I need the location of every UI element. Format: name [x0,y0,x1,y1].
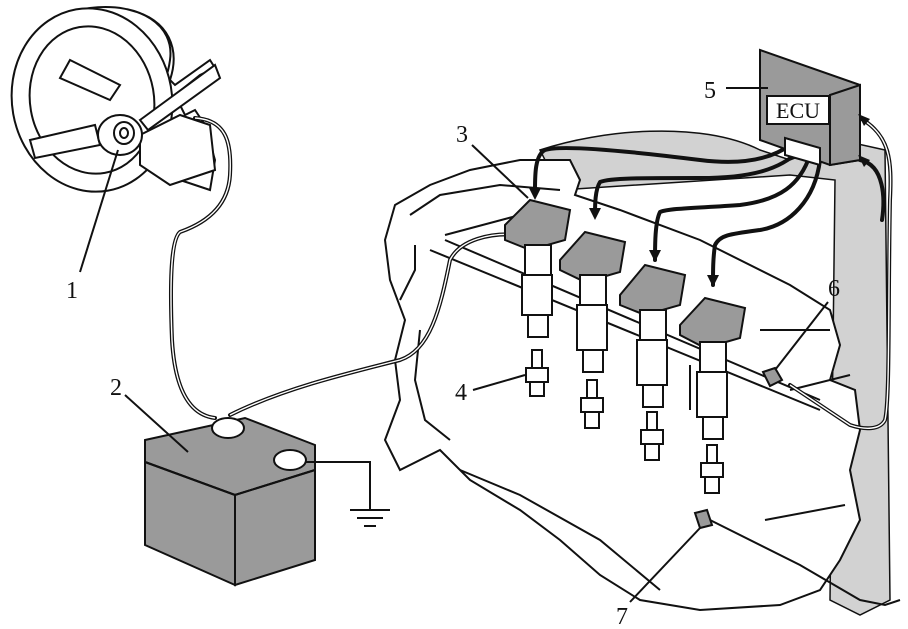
spark-plug-icon [580,379,604,429]
battery-icon [144,416,316,587]
leader-lines [79,87,829,603]
ecu-label: ECU [776,98,820,123]
spark-plug-icon [700,444,724,494]
label-6: 6 [828,276,840,302]
ignition-coil-icon [619,263,687,408]
spark-plug-icon [525,349,549,397]
spark-plug-icon [640,411,664,461]
ecu-icon: ECU [759,48,861,167]
battery-positive-terminal [211,417,245,439]
ignition-coil-icon [504,198,572,338]
ground-symbol-icon [305,461,390,527]
ignition-coil-icon [559,230,627,373]
wiring [168,116,901,607]
ignition-coils [504,198,747,440]
label-3: 3 [456,122,468,148]
sensor-icon [693,366,784,530]
number-labels: 1 2 3 4 5 6 7 [66,78,840,629]
battery-negative-terminal [273,449,307,471]
spark-plugs [525,349,724,494]
engine-block [383,159,862,612]
ignition-coil-icon [679,296,747,440]
label-7: 7 [616,604,628,629]
label-2: 2 [110,375,122,401]
arrowheads [529,114,870,287]
label-5: 5 [704,78,716,104]
steering-wheel-icon [10,6,222,193]
label-4: 4 [455,380,467,406]
label-1: 1 [66,278,78,304]
